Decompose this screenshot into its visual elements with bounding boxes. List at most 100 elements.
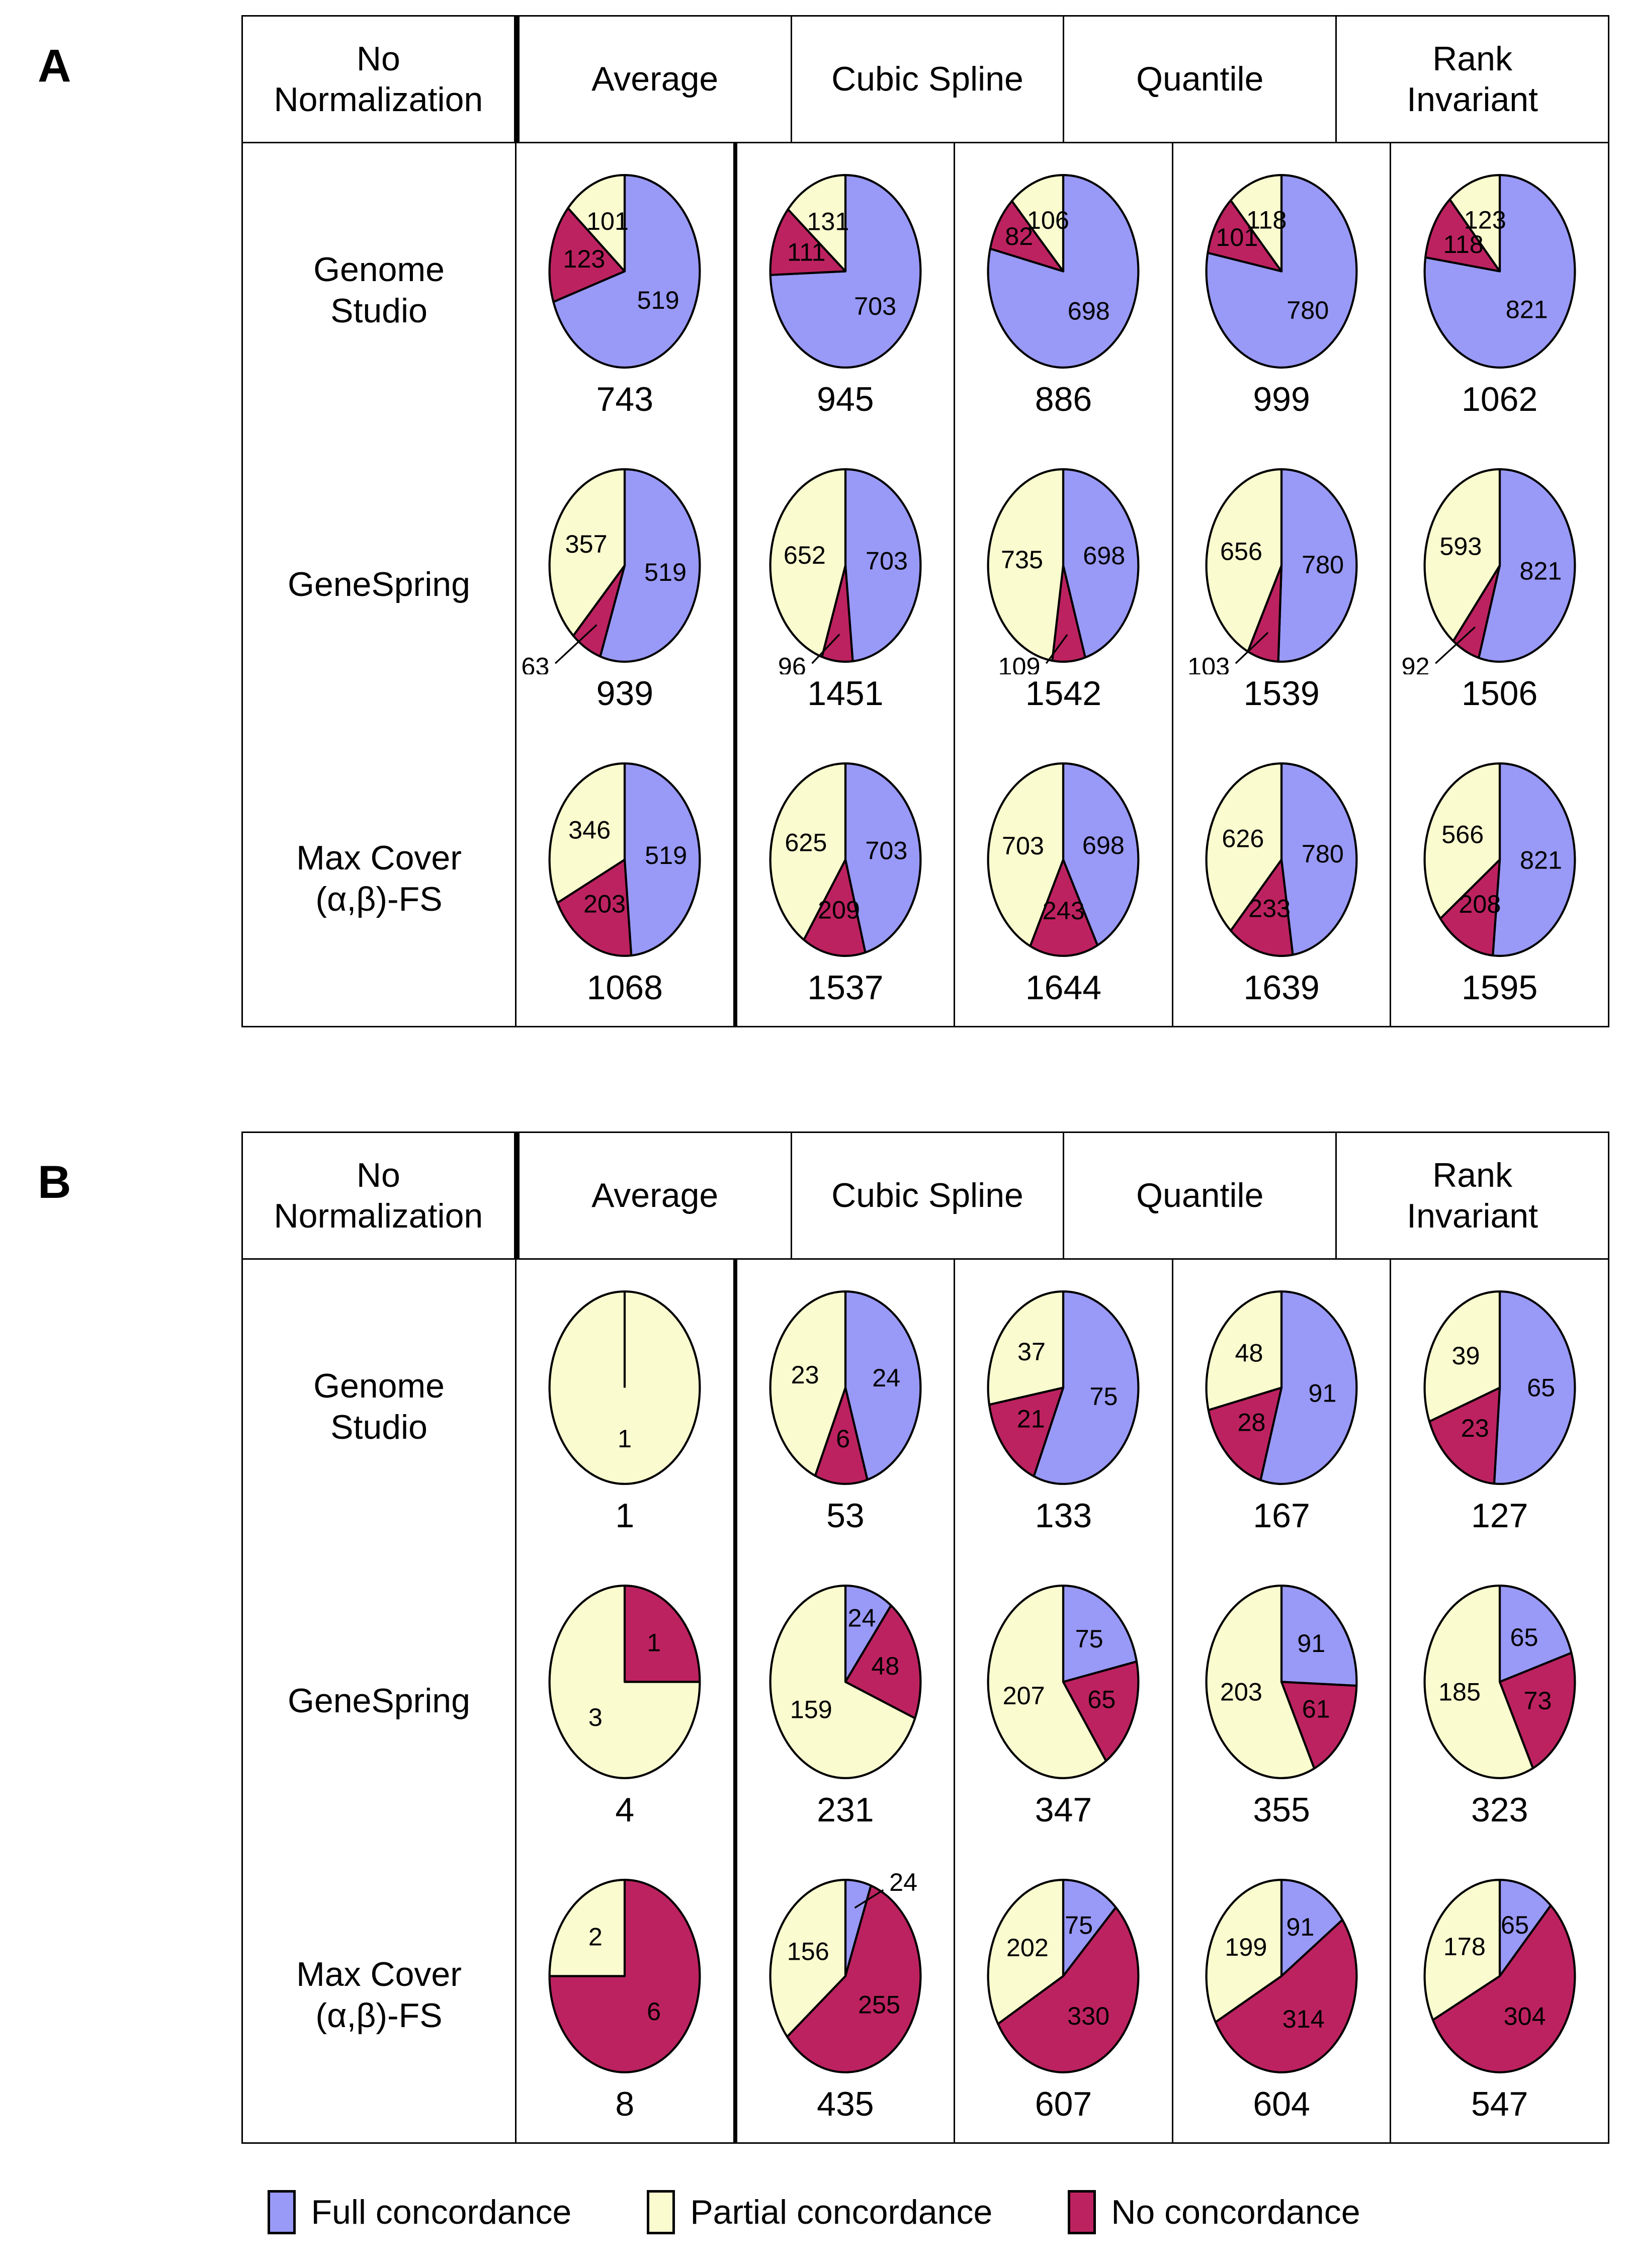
pie-chart: 1 [548,1290,701,1485]
pie-slice-partial [1230,173,1283,273]
pie-slice-none [989,200,1065,273]
slice-value-partial: 178 [1443,1932,1486,1960]
legend-label-none: No concordance [1111,2193,1360,2231]
pie-slice-full [624,762,701,956]
pie-total-label: 1537 [807,968,884,1007]
pie-slice-none [548,1878,701,2073]
slice-value-partial: 156 [787,1937,829,1965]
pie-chart: 13 [548,1584,701,1779]
pie-slice-none [786,1884,922,2073]
pie-slice-full [1033,1290,1140,1485]
slice-value-partial: 3 [588,1703,603,1731]
pie-total-label: 886 [1035,380,1092,418]
slice-value-none: 73 [1523,1686,1552,1715]
slice-value-full: 703 [854,291,896,320]
pie-slice-partial [769,468,846,658]
pie-slice-full [1477,468,1576,663]
pie-total-label: 231 [817,1790,874,1829]
slice-value-full: 75 [1065,1910,1093,1939]
column-header-average: Average [518,15,791,143]
slice-value-full: 91 [1287,1912,1315,1941]
pie-slice-none [1498,1651,1576,1769]
column-header-average: Average [518,1131,791,1260]
pie-slice-full [1062,468,1140,659]
pie-slice-none [769,208,846,276]
column-header-line2: Invariant [1407,1196,1538,1235]
slice-value-partial: 203 [1220,1677,1262,1706]
pie-total-label: 1 [615,1496,635,1535]
slice-value-none: 63 [522,652,550,674]
pie-total-label: 1506 [1462,674,1538,713]
slice-leader-line [1235,632,1269,664]
row-label-line2: Studio [330,291,427,330]
column-header-line2: Normalization [274,80,483,119]
pie-slice-partial [1423,1584,1534,1779]
slice-value-partial: 39 [1451,1341,1480,1369]
slice-value-partial: 703 [1002,831,1044,860]
slice-value-full: 519 [637,286,679,314]
pie-slice-none [844,1604,922,1719]
slice-value-full: 698 [1083,541,1126,570]
slice-value-full: 780 [1287,296,1329,324]
pie-slice-partial [1423,762,1501,920]
pie-slice-none [1280,1680,1358,1770]
slice-value-none: 21 [1017,1404,1045,1433]
slice-value-full: 698 [1068,296,1110,325]
slice-value-partial: 131 [807,207,849,235]
pie-slice-partial [1205,468,1283,653]
pie-slice-partial [769,762,846,941]
column-header-rank-invariant: Rank Invariant [1335,15,1609,143]
slice-value-none: 61 [1302,1694,1330,1723]
pie-slice-partial [1423,1290,1501,1423]
pie-slice-full [1498,1584,1573,1683]
slice-leader-line [1434,626,1476,664]
slice-value-partial: 37 [1017,1337,1046,1366]
panel-b-grid: No Normalization Average Cubic Spline Qu… [241,1131,1609,2144]
pie-slice-partial [987,468,1065,662]
pie-slice-partial [987,1584,1107,1779]
pie-total-label: 999 [1253,380,1310,418]
row-label-text: GeneSpring [288,565,470,603]
pie-slice-none [624,1584,701,1683]
pie-slice-partial [787,173,846,273]
pie-total-label: 547 [1471,2084,1528,2123]
pie-total-label: 167 [1253,1496,1310,1535]
column-header-no-normalization: No Normalization [241,1131,518,1260]
slice-value-partial: 123 [1464,205,1506,234]
panel-b-letter: B [38,1157,71,1208]
row-label-line2: Studio [330,1408,427,1446]
pie-slice-none [1424,198,1501,273]
